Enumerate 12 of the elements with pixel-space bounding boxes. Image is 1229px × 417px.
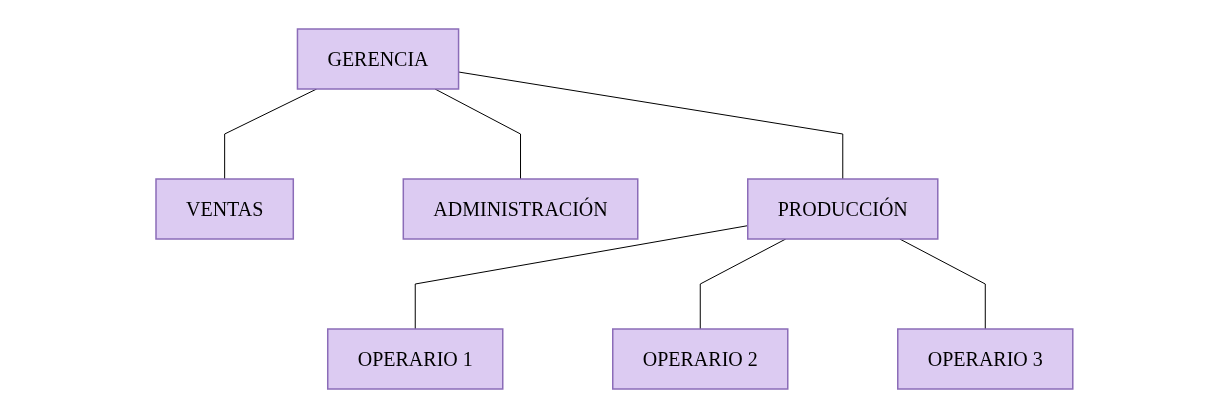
connector <box>699 238 787 329</box>
connector <box>899 238 986 329</box>
node-box: PRODUCCIÓN <box>747 177 939 240</box>
node-box: OPERARIO 1 <box>327 327 504 390</box>
node-box: GERENCIA <box>296 27 460 90</box>
node-box: OPERARIO 2 <box>612 327 789 390</box>
connector <box>434 88 522 179</box>
node-box: VENTAS <box>155 177 295 240</box>
connector <box>224 88 318 179</box>
node-box: OPERARIO 3 <box>897 327 1074 390</box>
connector <box>458 71 844 179</box>
node-box: ADMINISTRACIÓN <box>402 177 639 240</box>
